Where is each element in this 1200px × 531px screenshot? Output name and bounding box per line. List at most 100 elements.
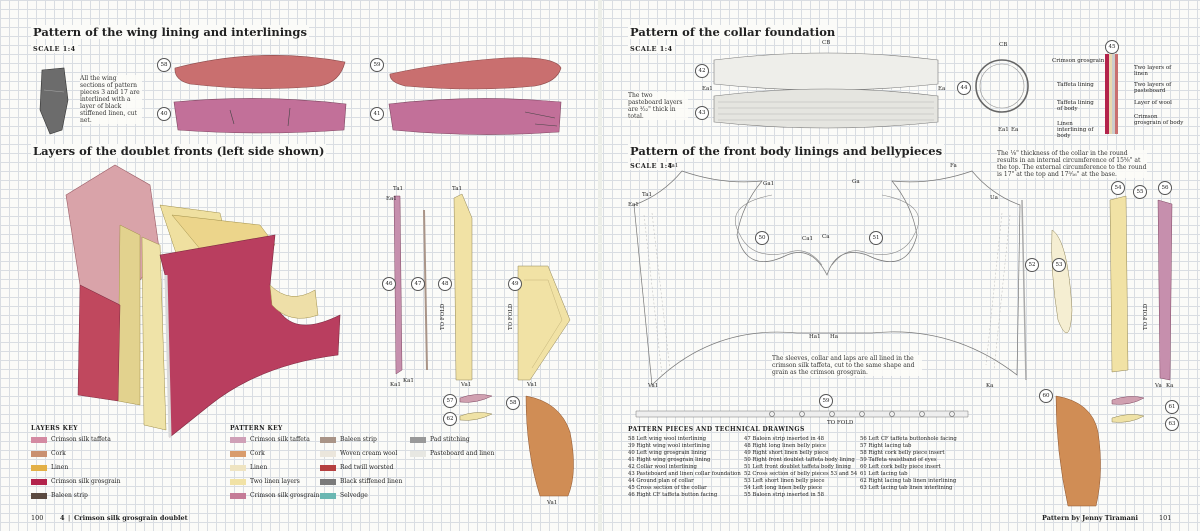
label-fa1: Fa1 xyxy=(668,163,679,169)
piece-number-39: 59 xyxy=(370,58,384,72)
piece-list-item: 52 Cross section of belly pieces 53 and … xyxy=(744,471,858,477)
label-va1-right: Va1 xyxy=(648,383,659,389)
piece-list-item: 53 Left short linen belly piece xyxy=(744,478,825,484)
piece-number-47: 47 xyxy=(411,277,425,291)
piece-number-58b: 58 xyxy=(506,396,520,410)
key-label: Black stiffened linen xyxy=(340,478,403,485)
wing-piece-40 xyxy=(173,98,347,134)
label-ka-right: Ka xyxy=(986,383,994,389)
right-page-number: 101 xyxy=(1159,514,1172,522)
label-ua: Ua xyxy=(990,195,998,201)
key-label: Cork xyxy=(250,450,265,457)
key-item: Crimson silk taffeta xyxy=(230,436,310,443)
key-label: Linen xyxy=(51,464,69,471)
piece-list-item: 40 Left wing grosgrain lining xyxy=(628,450,707,456)
linings-section-title: Pattern of the front body linings and be… xyxy=(628,144,945,158)
piece-number-48: 48 xyxy=(438,277,452,291)
fold-label-54: TO FOLD xyxy=(1143,303,1149,330)
wing-piece-41 xyxy=(388,98,562,135)
key-label: Red twill worsted xyxy=(340,464,394,471)
key-label: Crimson silk taffeta xyxy=(51,436,111,443)
key-swatch xyxy=(31,450,47,457)
ground-label-cb: CB xyxy=(999,42,1008,48)
piece-list-item: 49 Right short linen belly piece xyxy=(744,450,829,456)
pattern-credit: Pattern by Jenny Tiramani xyxy=(1042,514,1138,522)
lacing-tab-pieces xyxy=(459,394,493,421)
piece-list-item: 54 Left long linen belly piece xyxy=(744,485,823,491)
linings-scale: SCALE 1:4 xyxy=(628,162,675,170)
waistband-59 xyxy=(635,410,969,418)
piece-list-item: 62 Right lacing tab linen interlining xyxy=(860,478,957,484)
collar-ground-plan xyxy=(975,59,1029,113)
key-label: Pad stitching xyxy=(430,436,470,443)
key-item: Woven cream wool xyxy=(320,450,397,457)
key-swatch xyxy=(320,464,336,471)
piece-list-item: 51 Left front doublet taffeta body linin… xyxy=(744,464,851,470)
label-ha1: Ha1 xyxy=(809,334,821,340)
label-ea1-right: Ea1 xyxy=(628,202,639,208)
piece-list-item: 44 Ground plan of collar xyxy=(628,478,694,484)
collar-pieces xyxy=(713,52,939,129)
collar-section-title: Pattern of the collar foundation xyxy=(628,25,838,39)
ground-label-ea: Ea xyxy=(1011,127,1019,133)
key-item: Linen xyxy=(31,464,68,471)
key-label: Selvedge xyxy=(340,492,368,499)
label-va1-c: Va1 xyxy=(547,500,558,506)
right-page: Pattern of the collar foundation SCALE 1… xyxy=(602,0,1200,531)
label-va-right: Va xyxy=(1155,383,1162,389)
label-ka1-a: Ka1 xyxy=(390,382,401,388)
key-label: Crimson silk grosgrain xyxy=(250,492,320,499)
key-swatch xyxy=(230,436,246,443)
key-item: Crimson silk grosgrain xyxy=(230,492,319,499)
piece-number-59: 59 xyxy=(819,394,833,408)
piece-number-55: 55 xyxy=(1133,185,1147,199)
key-swatch xyxy=(31,436,47,443)
piece-number-60: 60 xyxy=(1039,389,1053,403)
label-va1-b: Va1 xyxy=(527,382,538,388)
piece-list-item: 63 Left lacing tab linen interlining xyxy=(860,485,953,491)
key-label: Woven cream wool xyxy=(340,450,398,457)
key-swatch xyxy=(31,478,47,485)
wing-scale: SCALE 1:4 xyxy=(31,45,78,53)
cross-label-two-linen: Two layers of linen xyxy=(1134,65,1172,77)
fold-label-49: TO FOLD xyxy=(508,303,514,330)
piece-list-item: 47 Baleen strip inserted in 48 xyxy=(744,436,825,442)
key-swatch xyxy=(410,436,426,443)
chapter-divider: | xyxy=(68,514,71,522)
cross-label-wool: Layer of wool xyxy=(1134,100,1172,106)
wing-section-title: Pattern of the wing lining and interlini… xyxy=(31,25,309,39)
piece-list-item: 55 Baleen strip inserted in 58 xyxy=(744,492,825,498)
label-ca: Ca xyxy=(822,234,830,240)
piece-list-item: 59 Taffeta waistband of eyes xyxy=(860,457,937,463)
collar-label-cb: CB xyxy=(822,40,831,46)
fronts-section-title: Layers of the doublet fronts (left side … xyxy=(31,144,327,158)
piece-number-46: 46 xyxy=(382,277,396,291)
key-item: Pad stitching xyxy=(410,436,470,443)
key-swatch xyxy=(230,492,246,499)
piece-number-56: 56 xyxy=(1158,181,1172,195)
wing-note: All the wing sections of pattern pieces … xyxy=(80,75,142,124)
key-label: Two linen layers xyxy=(250,478,300,485)
key-item: Cork xyxy=(230,450,265,457)
piece-list-item: 39 Right wing wool interlining xyxy=(628,443,710,449)
cross-label-grosgrain-body: Crimson grosgrain of body xyxy=(1134,114,1184,126)
key-item: Cork xyxy=(31,450,66,457)
piece-number-54: 54 xyxy=(1111,181,1125,195)
key-label: Cork xyxy=(51,450,66,457)
key-item: Linen xyxy=(230,464,267,471)
pieces-list-caption: PATTERN PIECES AND TECHNICAL DRAWINGS xyxy=(628,426,805,433)
piece-number-63: 63 xyxy=(1165,417,1179,431)
piece-number-45: 45 xyxy=(1105,40,1119,54)
key-swatch xyxy=(320,450,336,457)
piece-number-52: 52 xyxy=(1025,258,1039,272)
cork-insert-and-tabs xyxy=(1055,395,1145,507)
cross-label-linen-interlining: Linen interlining of body xyxy=(1057,121,1094,139)
key-swatch xyxy=(230,450,246,457)
piece-list-item: 42 Collar wool interlining xyxy=(628,464,697,470)
piece-number-51: 51 xyxy=(869,231,883,245)
key-item: Pasteboard and linen xyxy=(410,450,494,457)
layers-key-caption: LAYERS KEY xyxy=(31,425,78,432)
label-fa: Fa xyxy=(950,163,957,169)
piece-number-38: 58 xyxy=(157,58,171,72)
piece-number-50: 50 xyxy=(755,231,769,245)
